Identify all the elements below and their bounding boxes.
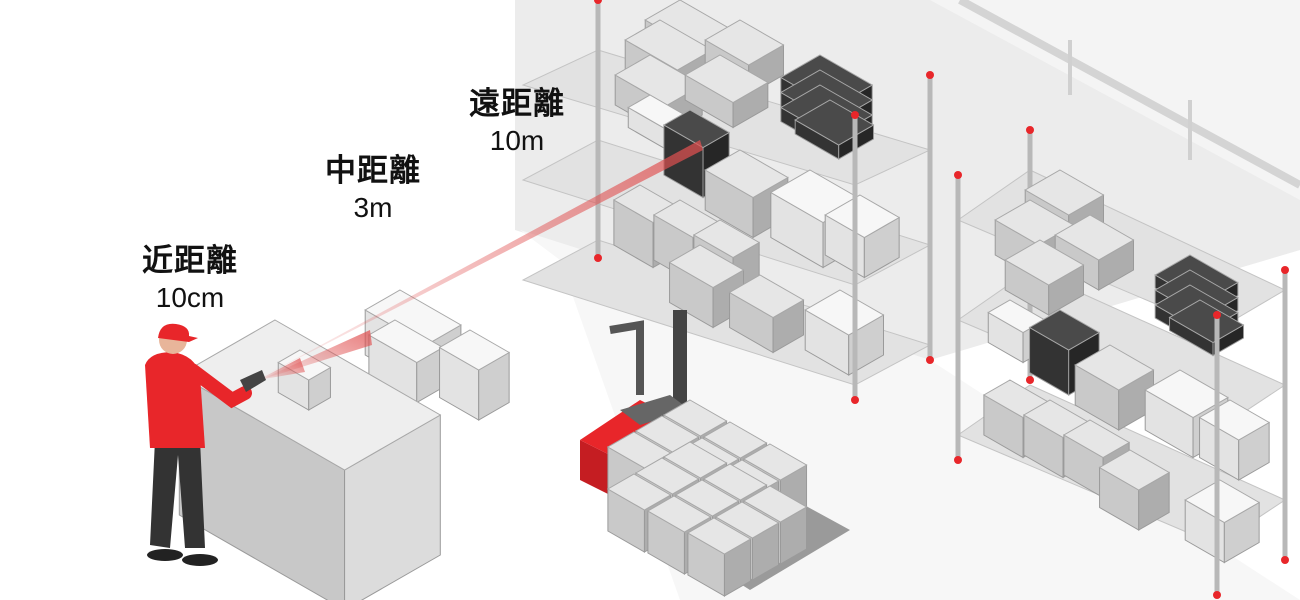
box-top-face bbox=[704, 19, 785, 66]
worker-with-scanner bbox=[145, 323, 266, 566]
box-top-face bbox=[702, 421, 768, 459]
box-top-face bbox=[662, 109, 731, 149]
wall-beam bbox=[958, 0, 1300, 189]
near-range-label: 近距離 10cm bbox=[142, 242, 238, 316]
box-top-face bbox=[742, 443, 808, 481]
box-top-face bbox=[982, 379, 1051, 419]
box bbox=[1184, 479, 1261, 564]
box-top-face bbox=[1168, 299, 1245, 344]
shelving-unit-left bbox=[521, 0, 934, 404]
box-top-face bbox=[367, 319, 444, 364]
box-top-face bbox=[624, 19, 714, 71]
box-mid bbox=[367, 319, 444, 404]
post-cap-top bbox=[1213, 311, 1221, 319]
shelving-unit-right bbox=[954, 126, 1289, 599]
floor-objects bbox=[178, 289, 850, 600]
box-top-face bbox=[1184, 479, 1261, 524]
post-cap-top bbox=[1026, 126, 1034, 134]
laser-beam-far bbox=[260, 140, 703, 378]
mid-range-distance: 3m bbox=[353, 192, 393, 223]
post-cap-top bbox=[1281, 266, 1289, 274]
post-cap-bottom bbox=[926, 356, 934, 364]
box-top-face bbox=[684, 54, 769, 104]
box-top-face bbox=[634, 457, 700, 495]
barcode-scanner bbox=[240, 370, 266, 392]
post-cap-top bbox=[954, 171, 962, 179]
box-top-face bbox=[438, 329, 511, 371]
pallet-jack-handle bbox=[609, 320, 644, 395]
box-top-face bbox=[1098, 449, 1171, 491]
box bbox=[728, 274, 805, 354]
post-cap-bottom bbox=[1026, 376, 1034, 384]
post-cap-bottom bbox=[1213, 591, 1221, 599]
post-cap-bottom bbox=[1281, 556, 1289, 564]
box-top-face bbox=[662, 399, 728, 437]
laser-beam-near bbox=[258, 358, 305, 380]
pallet-box bbox=[686, 517, 752, 597]
box-top-face bbox=[1028, 309, 1101, 351]
box-top-face bbox=[1144, 369, 1229, 419]
post-cap-top bbox=[926, 71, 934, 79]
box-top-face bbox=[662, 441, 728, 479]
box-top-face bbox=[704, 149, 789, 199]
right-wall bbox=[930, 0, 1300, 200]
box bbox=[1168, 299, 1245, 357]
far-range-title: 遠距離 bbox=[469, 86, 565, 122]
box-top-face bbox=[646, 495, 712, 533]
box-top-face bbox=[652, 199, 721, 239]
box-top-face bbox=[824, 194, 901, 239]
box-top-face bbox=[1024, 169, 1105, 216]
box bbox=[1074, 344, 1155, 431]
box-top-face bbox=[668, 244, 745, 289]
near-range-title: 近距離 bbox=[142, 243, 238, 279]
post-cap-top bbox=[594, 0, 602, 4]
box-top-face bbox=[728, 274, 805, 319]
post-cap-bottom bbox=[594, 254, 602, 262]
far-range-distance: 10m bbox=[489, 125, 545, 156]
box-top-face bbox=[1022, 399, 1091, 439]
laser-beams bbox=[258, 140, 703, 380]
box-mid-right bbox=[438, 329, 511, 421]
post-cap-bottom bbox=[954, 456, 962, 464]
box-top-face bbox=[702, 463, 768, 501]
box-top-face bbox=[804, 289, 885, 336]
box-top-face bbox=[987, 299, 1046, 334]
box bbox=[684, 54, 769, 129]
mid-range-title: 中距離 bbox=[325, 153, 421, 189]
box-top-face bbox=[686, 517, 752, 555]
box-top-face bbox=[742, 485, 808, 523]
box bbox=[1004, 239, 1085, 316]
box-top-face bbox=[606, 473, 672, 511]
box-top-face bbox=[674, 479, 740, 517]
pallet-jack-panel bbox=[620, 395, 690, 425]
near-range-distance: 10cm bbox=[155, 282, 225, 313]
post-cap-top bbox=[851, 111, 859, 119]
box bbox=[1098, 449, 1171, 531]
mid-range-label: 中距離 3m bbox=[325, 152, 421, 226]
box-top-face bbox=[1074, 344, 1155, 391]
worker-arm bbox=[185, 363, 252, 409]
box-top-face bbox=[1062, 419, 1131, 459]
worker-shoe bbox=[147, 549, 183, 561]
worker-cap bbox=[158, 323, 198, 342]
box-top-face bbox=[1004, 239, 1085, 286]
post-cap-bottom bbox=[851, 396, 859, 404]
box-top-face bbox=[692, 219, 761, 259]
box-top-face bbox=[1054, 214, 1135, 261]
far-range-label: 遠距離 10m bbox=[469, 85, 565, 159]
worker-legs bbox=[150, 440, 205, 548]
box-top-face bbox=[714, 501, 780, 539]
worker-shoe bbox=[182, 554, 218, 566]
